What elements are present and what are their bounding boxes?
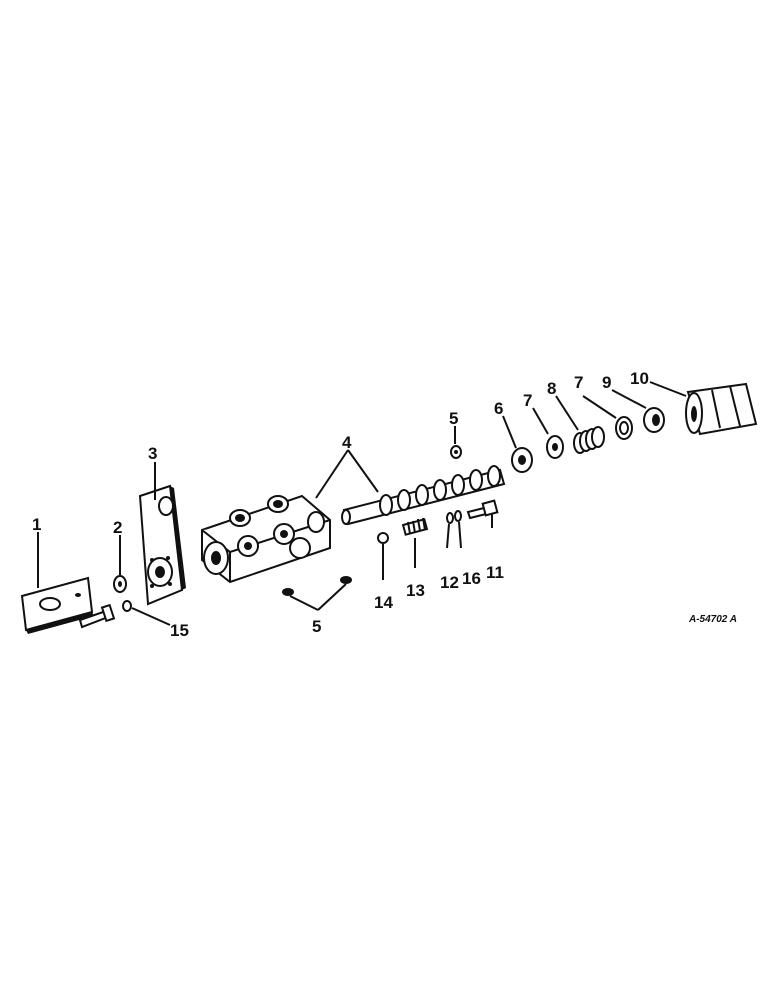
part-5-plug-left <box>282 588 294 596</box>
part-1-mounting-plate <box>20 576 94 634</box>
callout-13: 13 <box>406 581 425 600</box>
callout-5-top: 5 <box>449 409 458 428</box>
callout-2: 2 <box>113 518 122 537</box>
part-5-plug-top <box>450 445 462 459</box>
callout-1: 1 <box>32 515 41 534</box>
part-4-spool <box>341 465 506 526</box>
part-9-nut <box>643 407 665 433</box>
reference-code: A-54702 A <box>688 614 737 625</box>
part-12-seal <box>446 512 454 524</box>
callout-14: 14 <box>374 593 393 612</box>
callout-numbers: 1 2 3 4 5 5 6 7 8 7 9 10 11 12 16 13 14 … <box>32 369 649 640</box>
callout-8: 8 <box>547 379 556 398</box>
callout-7-left: 7 <box>523 391 532 410</box>
part-3-bracket <box>138 484 186 606</box>
part-13-spring <box>401 517 429 536</box>
bolt <box>78 603 116 629</box>
callout-10: 10 <box>630 369 649 388</box>
callout-5-bottom: 5 <box>312 617 321 636</box>
part-15-o-ring <box>122 600 132 612</box>
part-7-washer-left <box>546 435 564 459</box>
callout-3: 3 <box>148 444 157 463</box>
callout-11: 11 <box>486 563 504 582</box>
callout-12: 12 <box>440 573 459 592</box>
part-14-ball <box>377 532 389 544</box>
callout-16: 16 <box>462 569 481 588</box>
part-6-retainer <box>511 447 533 473</box>
part-16-seal <box>454 510 462 522</box>
callout-7-right: 7 <box>574 373 583 392</box>
callout-15: 15 <box>170 621 189 640</box>
part-7-washer-right <box>615 416 633 440</box>
part-4-valve-body <box>201 494 331 584</box>
callout-4: 4 <box>342 433 352 452</box>
part-8-spring <box>573 426 605 454</box>
callout-6: 6 <box>494 399 503 418</box>
part-11-plunger <box>466 499 499 520</box>
part-10-cap <box>685 382 758 436</box>
leader-lines <box>37 381 687 626</box>
part-2-washer <box>113 575 127 593</box>
callout-9: 9 <box>602 373 611 392</box>
part-5-plug-right <box>340 576 352 584</box>
